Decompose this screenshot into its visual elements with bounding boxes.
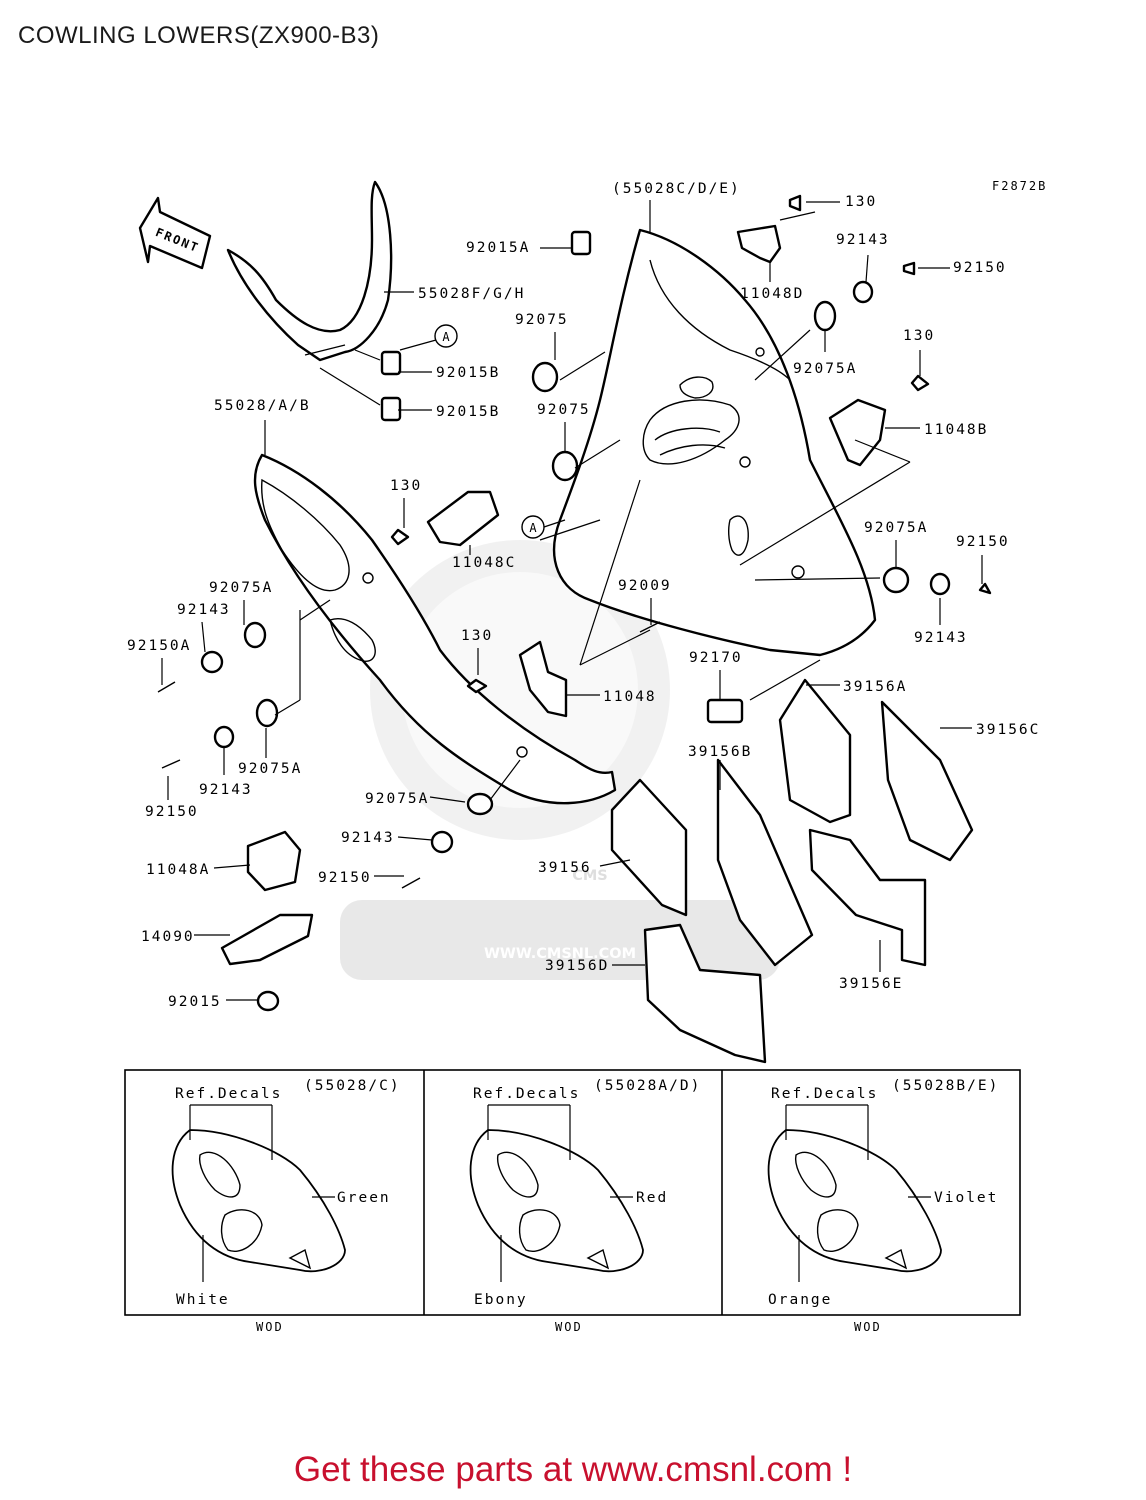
label-55028cde: (55028C/D/E)	[612, 181, 741, 197]
decal-color-top: Violet	[934, 1190, 998, 1206]
label-130: 130	[845, 194, 877, 210]
label-92015B: 92015B	[436, 365, 500, 381]
label-39156A: 39156A	[843, 679, 907, 695]
callout-labels: (55028C/D/E) 130 92015A 92143 92150 5502…	[127, 181, 1040, 1010]
decal-footer: WOD	[555, 1320, 583, 1334]
label-92075A: 92075A	[864, 520, 928, 536]
decal-panel-3: Ref.Decals (55028B/E) Violet Orange WOD	[767, 1078, 999, 1334]
page-title: COWLING LOWERS(ZX900-B3)	[18, 22, 380, 49]
watermark-url: WWW.CMSNL.COM	[484, 946, 636, 962]
label-circle-a: A	[529, 521, 537, 535]
label-92015A: 92015A	[466, 240, 530, 256]
label-92143: 92143	[177, 602, 231, 618]
decal-ref-label: Ref.Decals	[175, 1086, 282, 1102]
decal-ref-label: Ref.Decals	[473, 1086, 580, 1102]
watermark: CMS WWW.CMSNL.COM	[340, 540, 780, 980]
label-92075A: 92075A	[793, 361, 857, 377]
decal-footer: WOD	[256, 1320, 284, 1334]
decal-color-top: Red	[636, 1190, 668, 1206]
label-circle-a: A	[442, 330, 450, 344]
label-92075: 92075	[515, 312, 569, 328]
label-92143: 92143	[836, 232, 890, 248]
label-92015: 92015	[168, 994, 222, 1010]
label-92150: 92150	[145, 804, 199, 820]
label-130: 130	[390, 478, 422, 494]
label-92150: 92150	[953, 260, 1007, 276]
watermark-brand: CMS	[572, 868, 608, 884]
cowl-55028cde	[552, 228, 877, 657]
label-92170: 92170	[689, 650, 743, 666]
cowl-55028ab	[253, 453, 617, 805]
label-39156E: 39156E	[839, 976, 903, 992]
label-14090: 14090	[141, 929, 195, 945]
label-92075A: 92075A	[238, 761, 302, 777]
label-55028ab: 55028/A/B	[214, 398, 311, 414]
label-130: 130	[461, 628, 493, 644]
decal-color-bottom: White	[176, 1292, 230, 1308]
decal-panel-1: Ref.Decals (55028/C) Green White WOD	[171, 1078, 401, 1334]
label-92143: 92143	[199, 782, 253, 798]
cmsnl-link[interactable]: Get these parts at www.cmsnl.com !	[293, 1450, 853, 1489]
decal-code: (55028A/D)	[594, 1078, 701, 1094]
label-92143: 92143	[341, 830, 395, 846]
label-39156D: 39156D	[545, 958, 609, 974]
label-92143: 92143	[914, 630, 968, 646]
label-92075A: 92075A	[365, 791, 429, 807]
decal-reference-table: Ref.Decals (55028/C) Green White WOD Ref…	[124, 1069, 1021, 1334]
leader-lines	[161, 200, 983, 1001]
decal-panel-2: Ref.Decals (55028A/D) Red Ebony WOD	[469, 1078, 701, 1334]
label-92015B: 92015B	[436, 404, 500, 420]
label-11048: 11048	[603, 689, 657, 705]
label-39156C: 39156C	[976, 722, 1040, 738]
label-11048D: 11048D	[740, 286, 804, 302]
label-92150: 92150	[956, 534, 1010, 550]
label-39156B: 39156B	[688, 744, 752, 760]
brackets	[220, 224, 887, 966]
decal-color-top: Green	[337, 1190, 391, 1206]
label-92075A: 92075A	[209, 580, 273, 596]
hardware	[157, 194, 992, 1012]
label-92150A: 92150A	[127, 638, 191, 654]
label-11048A: 11048A	[146, 862, 210, 878]
cowl-55028fgh	[226, 180, 393, 362]
decal-footer: WOD	[854, 1320, 882, 1334]
label-130: 130	[903, 328, 935, 344]
label-11048B: 11048B	[924, 422, 988, 438]
label-92009: 92009	[618, 578, 672, 594]
label-55028fgh: 55028F/G/H	[418, 286, 525, 302]
label-39156: 39156	[538, 860, 592, 876]
decal-color-bottom: Ebony	[474, 1292, 528, 1308]
decal-color-bottom: Orange	[768, 1292, 832, 1308]
decal-ref-label: Ref.Decals	[771, 1086, 878, 1102]
label-92150: 92150	[318, 870, 372, 886]
front-arrow: FRONT	[138, 196, 212, 270]
label-11048C: 11048C	[452, 555, 516, 571]
figure-code: F2872B	[992, 179, 1047, 193]
label-92075: 92075	[537, 402, 591, 418]
decal-code: (55028B/E)	[892, 1078, 999, 1094]
panels-39156	[610, 678, 974, 1064]
decal-code: (55028/C)	[304, 1078, 401, 1094]
